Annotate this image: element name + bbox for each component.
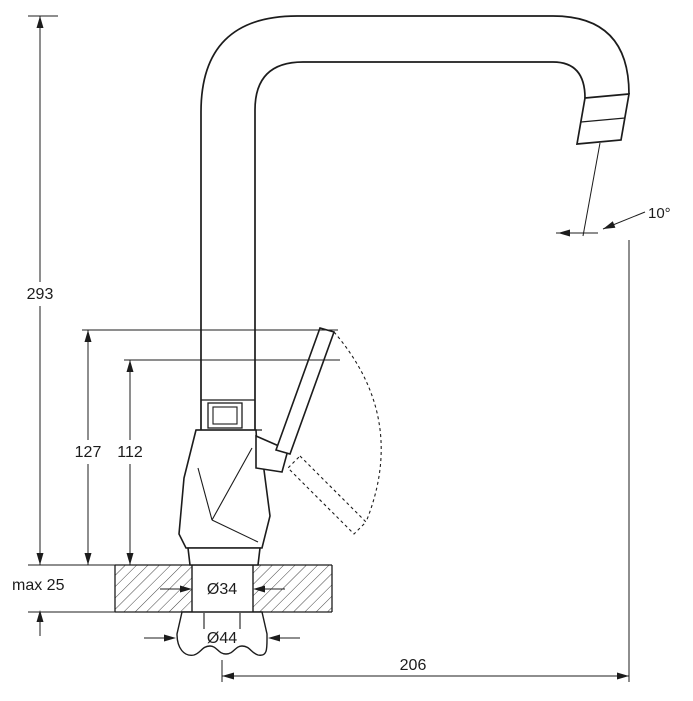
faucet-body bbox=[178, 429, 271, 566]
handle-rotated-ghost bbox=[287, 331, 382, 535]
label-deck-thickness: max 25 bbox=[12, 577, 65, 594]
arrowhead bbox=[84, 330, 92, 342]
arrowhead bbox=[36, 16, 44, 28]
arrowhead bbox=[268, 634, 280, 642]
label-total-height: 293 bbox=[27, 286, 54, 303]
arrowhead bbox=[253, 585, 265, 593]
dim-shank-diameter: Ø34 bbox=[160, 581, 285, 598]
dim-spout-reach: 206 bbox=[221, 240, 630, 682]
spout bbox=[196, 15, 631, 431]
faucet-handle bbox=[255, 327, 336, 473]
spout-inner-edge bbox=[254, 61, 586, 430]
arrowhead bbox=[126, 360, 134, 372]
label-nut-diameter: Ø44 bbox=[207, 630, 237, 647]
arrowhead bbox=[558, 229, 570, 237]
mounting-nut bbox=[176, 611, 268, 656]
arrowhead bbox=[164, 634, 176, 642]
body-base-flange bbox=[187, 547, 261, 566]
mounting-nut-outline bbox=[176, 611, 268, 656]
dim-body-top-height: 112 bbox=[117, 359, 340, 565]
pipe-detail-inner bbox=[212, 406, 238, 425]
handle-sweep-arc bbox=[333, 331, 382, 523]
label-outlet-angle: 10° bbox=[648, 205, 671, 222]
arrowhead bbox=[36, 610, 44, 622]
spout-tip bbox=[575, 93, 631, 145]
handle-lever bbox=[274, 327, 336, 455]
spout-tip-seam bbox=[580, 117, 626, 123]
arrowhead bbox=[617, 672, 629, 680]
spout-outer-edge bbox=[200, 15, 630, 430]
dimensions: 293 127 112 max 25 bbox=[12, 15, 671, 682]
arrowhead bbox=[84, 553, 92, 565]
label-body-top-height: 112 bbox=[117, 444, 143, 461]
arrowhead bbox=[126, 553, 134, 565]
countertop-end-caps bbox=[114, 565, 333, 612]
arrowhead bbox=[36, 553, 44, 565]
dim-total-height: 293 bbox=[27, 15, 115, 566]
angle-axis-line bbox=[582, 142, 601, 237]
mounting-nut-facets bbox=[203, 613, 241, 629]
faucet bbox=[178, 15, 631, 612]
shank-edges bbox=[191, 565, 254, 612]
dim-outlet-angle: 10° bbox=[556, 142, 671, 237]
dim-deck-thickness: max 25 bbox=[12, 577, 115, 636]
handle-ghost-outline bbox=[287, 455, 367, 535]
arrowhead bbox=[603, 221, 616, 229]
arrowhead bbox=[222, 672, 234, 680]
dim-handle-top-height: 127 bbox=[75, 329, 338, 565]
dim-nut-diameter: Ø44 bbox=[144, 630, 300, 647]
body-crease-lines bbox=[197, 447, 259, 543]
arrowhead bbox=[180, 585, 192, 593]
label-spout-reach: 206 bbox=[400, 657, 427, 674]
label-shank-diameter: Ø34 bbox=[207, 581, 237, 598]
label-handle-top-height: 127 bbox=[75, 444, 102, 461]
